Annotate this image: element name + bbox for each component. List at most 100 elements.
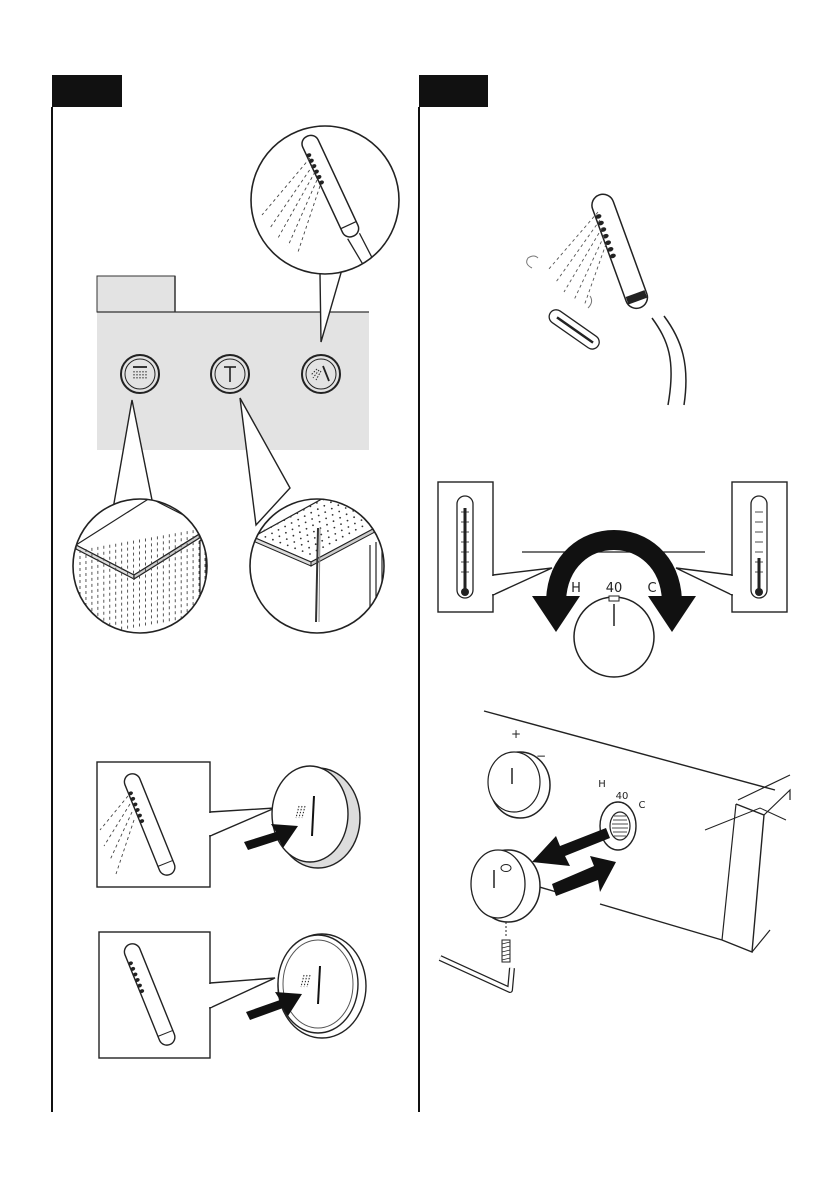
hand-shower-temperature-illustration bbox=[527, 191, 686, 405]
nozzle-dot bbox=[329, 543, 331, 545]
nozzle-dot bbox=[348, 532, 350, 534]
hand-shower-button[interactable] bbox=[302, 355, 340, 393]
nozzle-dot bbox=[286, 538, 288, 540]
nozzle-dot bbox=[333, 520, 335, 522]
thermostat-knob[interactable] bbox=[471, 850, 540, 922]
nozzle-dot bbox=[294, 547, 296, 549]
nozzle-dot bbox=[326, 524, 328, 526]
nozzle-dot bbox=[292, 529, 294, 531]
nozzle-dot bbox=[331, 508, 333, 510]
nozzle-dot bbox=[348, 526, 350, 528]
nozzle-dot bbox=[334, 533, 336, 535]
nozzle-dot bbox=[335, 539, 337, 541]
nozzle-dot bbox=[311, 518, 313, 520]
hex-key-icon bbox=[440, 958, 512, 990]
panel-label-hot: H bbox=[598, 779, 606, 790]
nozzle-dot bbox=[313, 531, 315, 533]
nozzle-dot bbox=[325, 518, 327, 520]
nozzle-dot bbox=[290, 516, 292, 518]
panel-label-minus: − bbox=[536, 749, 546, 763]
thermometer-hot-icon bbox=[457, 496, 473, 598]
nozzle-dot bbox=[344, 501, 346, 503]
nozzle-dot bbox=[367, 516, 369, 518]
nozzle-dot bbox=[284, 526, 286, 528]
nozzle-dot bbox=[327, 530, 329, 532]
nozzle-dot bbox=[305, 522, 307, 524]
nozzle-dot bbox=[322, 546, 324, 548]
nozzle-dot bbox=[346, 513, 348, 515]
dial-label-temp: 40 bbox=[606, 581, 623, 596]
nozzle-dot bbox=[381, 515, 383, 517]
nozzle-dot bbox=[283, 519, 285, 521]
nozzle-dot bbox=[320, 534, 322, 536]
nozzle-dot bbox=[304, 515, 306, 517]
dial-label-hot: H bbox=[571, 581, 581, 596]
nozzle-dot bbox=[341, 530, 343, 532]
panel-label-temp: 40 bbox=[616, 791, 629, 802]
nozzle-dot bbox=[342, 536, 344, 538]
nozzle-dot bbox=[310, 506, 312, 508]
nozzle-dot bbox=[359, 507, 361, 509]
nozzle-dot bbox=[332, 514, 334, 516]
nozzle-dot bbox=[319, 521, 321, 523]
nozzle-dot bbox=[272, 539, 274, 541]
thermostat-spindle bbox=[600, 802, 636, 850]
nozzle-dot bbox=[293, 535, 295, 537]
push-button-matte bbox=[272, 766, 360, 868]
nozzle-dot bbox=[323, 505, 325, 507]
nozzle-dot bbox=[307, 541, 309, 543]
nozzle-dot bbox=[285, 532, 287, 534]
overhead-shower-button[interactable] bbox=[211, 355, 249, 393]
nozzle-dot bbox=[308, 547, 310, 549]
nozzle-dot bbox=[279, 542, 281, 544]
nozzle-dot bbox=[337, 504, 339, 506]
knob-removal-diagram: + − H 40 C bbox=[440, 711, 790, 990]
thermometer-icon bbox=[546, 307, 602, 352]
right-column: H 40 C + − H 40 C bbox=[419, 75, 790, 1112]
temperature-dial[interactable] bbox=[574, 596, 654, 677]
nozzle-dot bbox=[366, 509, 368, 511]
push-button-step-1 bbox=[97, 762, 360, 887]
nozzle-dot bbox=[310, 512, 312, 514]
nozzle-dot bbox=[375, 519, 377, 521]
push-button-ring bbox=[278, 934, 366, 1038]
nozzle-dot bbox=[353, 516, 355, 518]
nozzle-dot bbox=[291, 522, 293, 524]
nozzle-dot bbox=[328, 536, 330, 538]
nozzle-dot bbox=[362, 526, 364, 528]
nozzle-dot bbox=[312, 524, 314, 526]
nozzle-dot bbox=[351, 504, 353, 506]
nozzle-dot bbox=[340, 523, 342, 525]
nozzle-dot bbox=[296, 512, 298, 514]
nozzle-dot bbox=[314, 537, 316, 539]
nozzle-dot bbox=[300, 538, 302, 540]
nozzle-dot bbox=[271, 533, 273, 535]
nozzle-dot bbox=[265, 536, 267, 538]
nozzle-dot bbox=[302, 550, 304, 552]
nozzle-dot bbox=[303, 509, 305, 511]
hand-shower-detail-callout bbox=[251, 126, 399, 285]
nozzle-dot bbox=[329, 495, 331, 497]
left-header-tab bbox=[52, 75, 122, 107]
nozzle-dot bbox=[307, 534, 309, 536]
nozzle-dot bbox=[324, 511, 326, 513]
nozzle-dot bbox=[298, 525, 300, 527]
nozzle-dot bbox=[278, 529, 280, 531]
grub-screw bbox=[502, 922, 510, 962]
thermostat-dial-diagram: H 40 C bbox=[438, 482, 787, 677]
nozzle-dot bbox=[318, 515, 320, 517]
dial-label-cold: C bbox=[647, 581, 656, 596]
nozzle-dot bbox=[338, 511, 340, 513]
nozzle-dot bbox=[277, 523, 279, 525]
rain-shower-button[interactable] bbox=[121, 355, 159, 393]
overhead-jet-detail-callout bbox=[250, 495, 386, 640]
nozzle-dot bbox=[345, 507, 347, 509]
nozzle-dot bbox=[293, 541, 295, 543]
nozzle-dot bbox=[301, 544, 303, 546]
right-header-tab bbox=[419, 75, 488, 107]
nozzle-dot bbox=[347, 520, 349, 522]
rain-shower-detail-callout bbox=[73, 498, 212, 640]
nozzle-dot bbox=[330, 501, 332, 503]
nozzle-dot bbox=[334, 527, 336, 529]
